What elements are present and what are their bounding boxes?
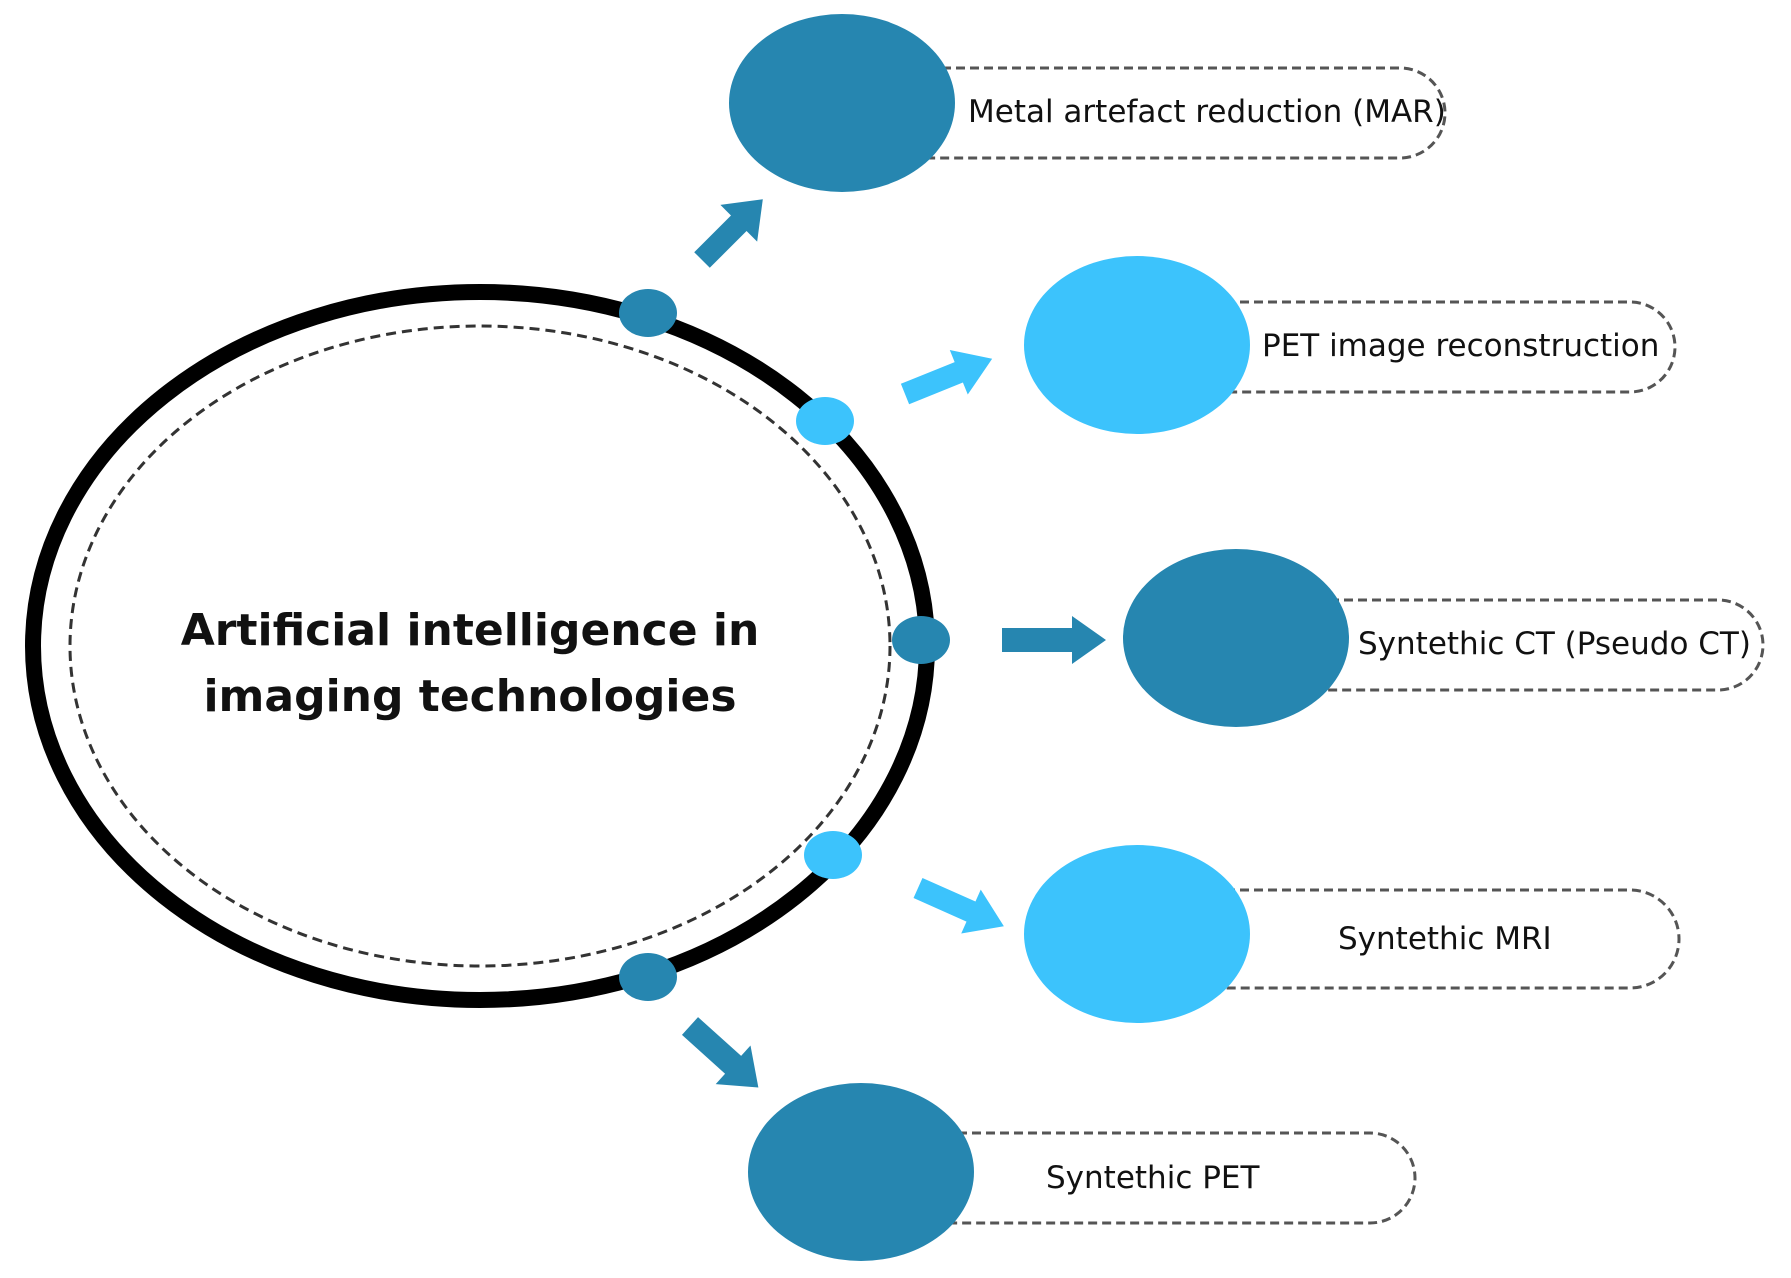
circle-synthetic-pet <box>748 1083 974 1261</box>
ring-dot-2 <box>796 397 854 445</box>
circle-mar <box>729 14 955 192</box>
center-title: Artificial intelligence in imaging techn… <box>120 598 820 730</box>
ring-dot-3 <box>892 616 950 664</box>
arrow-to-synthetic-ct <box>1002 616 1106 664</box>
circle-synthetic-ct <box>1123 549 1349 727</box>
arrow-to-pet-recon <box>900 350 993 405</box>
arrow-to-synthetic-pet <box>681 1017 759 1088</box>
label-synthetic-pet: Syntethic PET <box>1046 1160 1260 1196</box>
label-box-mar <box>900 66 1447 160</box>
arrow-to-synthetic-mri <box>913 877 1004 934</box>
label-box-synthetic-pet <box>930 1131 1417 1225</box>
inner-dashed-ring <box>68 324 892 968</box>
label-mar: Metal artefact reduction (MAR) <box>968 94 1446 130</box>
ring-dot-5 <box>619 953 677 1001</box>
circle-pet-recon <box>1024 256 1250 434</box>
label-box-synthetic-ct <box>1260 598 1765 692</box>
label-synthetic-mri: Syntethic MRI <box>1338 921 1552 957</box>
circle-synthetic-mri <box>1024 845 1250 1023</box>
label-box-synthetic-mri <box>1170 888 1681 990</box>
ring-dot-4 <box>804 831 862 879</box>
center-title-line-1: Artificial intelligence in <box>180 605 760 656</box>
label-box-pet-recon <box>1170 300 1677 394</box>
ring-dot-1 <box>619 289 677 337</box>
label-pet-recon: PET image reconstruction <box>1262 328 1660 364</box>
center-title-line-2: imaging technologies <box>203 671 737 722</box>
label-synthetic-ct: Syntethic CT (Pseudo CT) <box>1358 626 1751 662</box>
arrow-to-mar <box>694 199 763 268</box>
